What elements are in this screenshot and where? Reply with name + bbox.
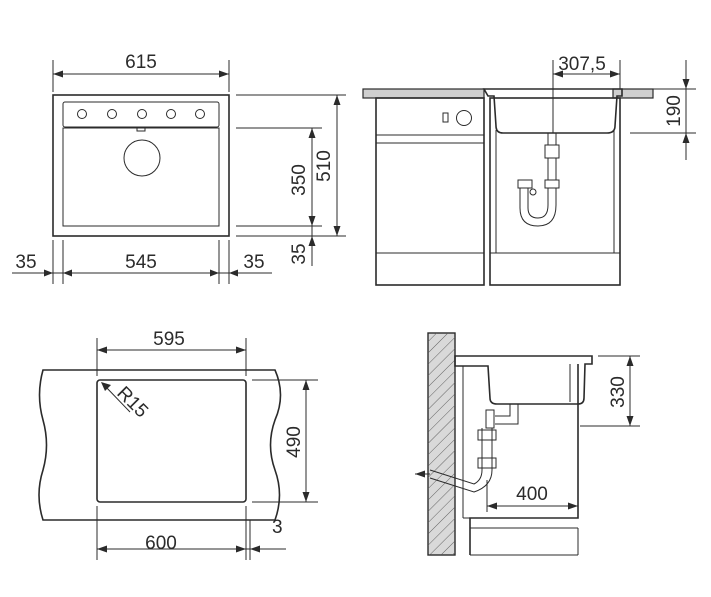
tap-hole-5	[195, 109, 205, 119]
section-countertop	[454, 355, 593, 405]
sink-side-view: 307,5 190	[362, 54, 696, 286]
sink-bowl-profile	[482, 88, 623, 134]
label-corner-radius: R15	[112, 383, 151, 422]
label-sink-height: 190	[664, 95, 685, 127]
label-drain-offset: 307,5	[558, 54, 606, 75]
label-cabinet-width: 600	[145, 533, 177, 554]
label-inner-width: 545	[125, 252, 157, 273]
sink-top-view: 615 35 545 35 350 510 35	[12, 52, 346, 284]
section-cabinet	[469, 364, 579, 555]
label-section-depth: 330	[608, 376, 629, 408]
label-cutout-width: 595	[153, 329, 185, 350]
section-drain	[495, 404, 519, 425]
control-button	[456, 110, 472, 126]
tap-hole-2	[107, 109, 117, 119]
label-overall-width: 615	[125, 52, 157, 73]
label-cutout-depth: 490	[284, 426, 305, 458]
label-overall-depth: 510	[314, 150, 335, 182]
label-right-margin: 35	[243, 252, 264, 273]
siphon-trap	[519, 188, 557, 227]
drain-pipe	[547, 133, 557, 145]
label-gap: 3	[272, 517, 283, 538]
label-left-margin: 35	[15, 252, 36, 273]
tap-hole-4	[166, 109, 176, 119]
countertop	[362, 88, 485, 99]
tap-hole-1	[77, 109, 87, 119]
cutout-view: R15 595 490 600 3	[38, 329, 318, 560]
label-distance: 400	[516, 484, 548, 505]
tap-deck	[62, 101, 220, 128]
sink-basin	[62, 127, 220, 227]
countertop-outline	[38, 369, 282, 521]
drain-hole	[123, 139, 161, 177]
tap-hole-3	[137, 109, 147, 119]
sink-outline	[52, 94, 230, 237]
dishwasher-cabinet	[375, 97, 485, 286]
section-view: 330 400	[415, 332, 640, 556]
overflow-slot	[136, 127, 146, 132]
label-front-margin: 35	[289, 243, 310, 264]
sink-cabinet	[489, 97, 621, 286]
countertop-right	[612, 88, 654, 99]
label-basin-depth: 350	[289, 164, 310, 196]
control-indicator	[442, 112, 449, 123]
cutout-opening	[96, 379, 247, 503]
